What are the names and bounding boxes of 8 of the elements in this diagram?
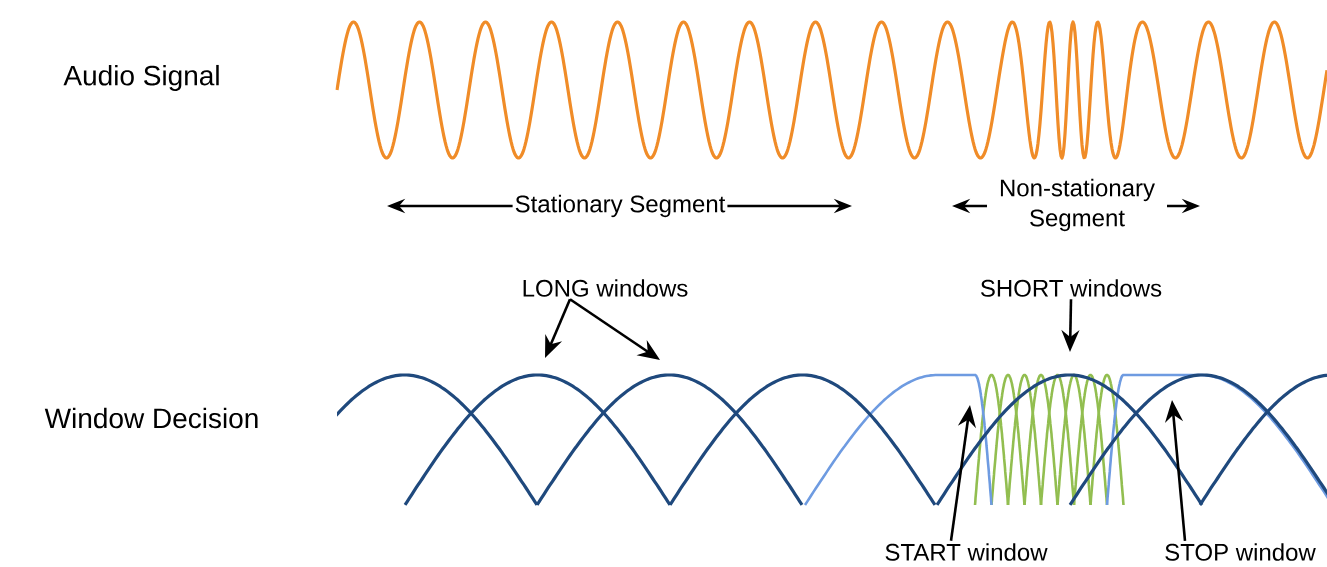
callout-text: STOP window (1165, 543, 1316, 561)
callout-text: LONG windows (523, 279, 688, 297)
segment-label: Non-stationary Segment (987, 176, 1167, 234)
segment-label: Stationary Segment (512, 192, 728, 220)
callout-text: START window (885, 543, 1048, 561)
row-label: Audio Signal (61, 62, 223, 94)
row-label: Window Decision (42, 405, 262, 431)
callout-text: SHORT windows (980, 279, 1162, 297)
